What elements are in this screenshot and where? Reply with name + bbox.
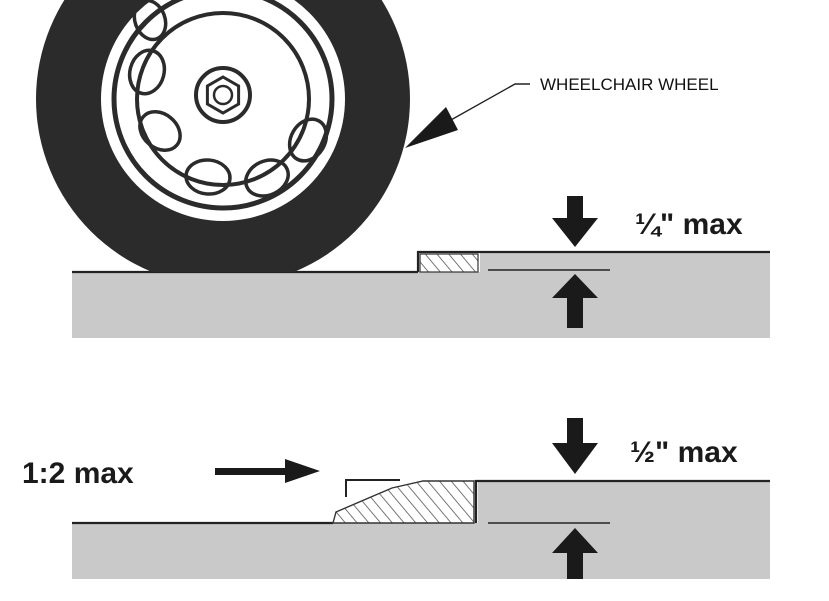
bottom-detail: 1:2 max ½" max — [22, 418, 770, 579]
slope-label: 1:2 max — [22, 457, 134, 490]
bottom-dimension-label: ½" max — [630, 436, 738, 469]
bottom-beveled-threshold — [332, 480, 475, 524]
bottom-ground-slab — [72, 479, 770, 579]
top-down-arrow — [552, 196, 598, 247]
wheelchair-wheel-icon — [36, 0, 410, 272]
bottom-down-arrow — [552, 418, 598, 474]
wheel-callout-leader — [405, 83, 530, 148]
slope-bracket — [345, 479, 400, 497]
top-up-arrow — [552, 274, 598, 328]
top-threshold-insert — [419, 253, 479, 273]
top-dimension-label: ¼" max — [635, 208, 743, 241]
top-detail: WHEELCHAIR WHEEL ¼" max — [36, 0, 770, 338]
wheel-hub — [194, 66, 252, 124]
bottom-up-arrow — [552, 528, 598, 579]
wheel-spoke-cutouts — [127, 0, 329, 198]
slope-arrow — [215, 459, 320, 483]
wheel-callout-label: WHEELCHAIR WHEEL — [540, 75, 719, 94]
